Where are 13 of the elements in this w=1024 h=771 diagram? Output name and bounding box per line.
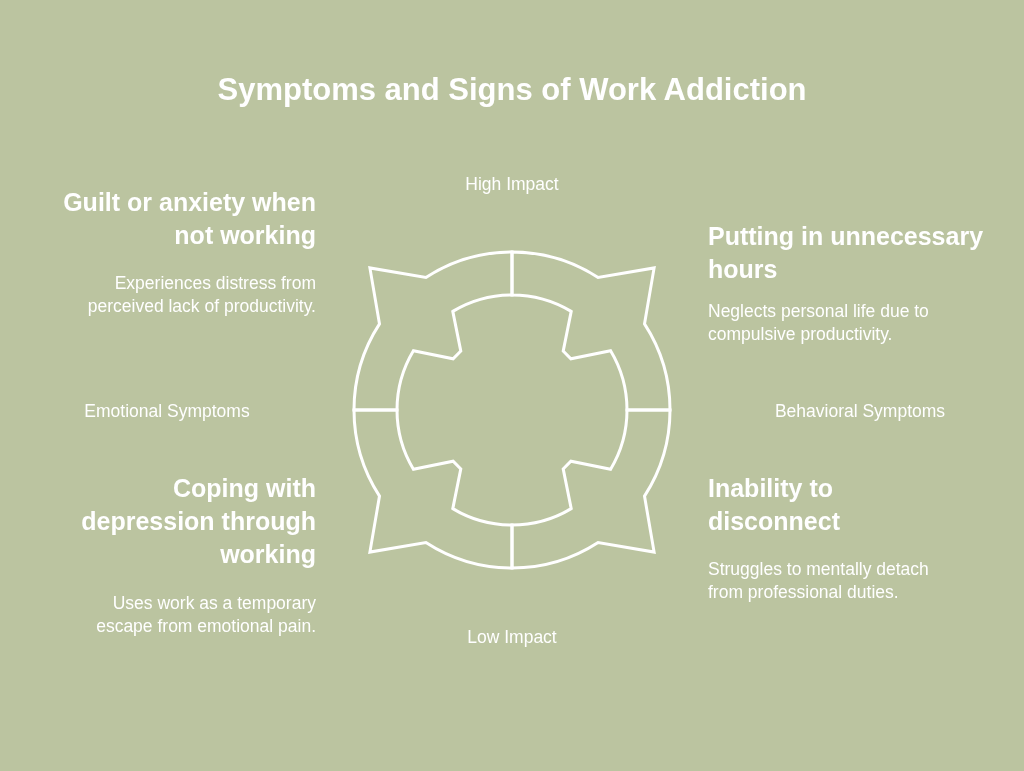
symptom-heading: Coping with depression through working [80,473,316,570]
axis-label: High Impact [465,174,559,194]
symptom-description: Uses work as a temporary escape from emotional pain. [95,592,316,638]
symptom-heading: Inability to disconnect [708,473,841,537]
symptom-description: Experiences distress from perceived lack of productivity. [86,272,316,318]
diagram-title: Symptoms and Signs of Work Addiction [216,72,808,108]
symptom-heading: Guilt or anxiety when not working [62,187,316,251]
axis-label: Low Impact [467,627,557,647]
symptom-heading: Putting in unnecessary hours [708,221,985,285]
axis-label: Emotional Symptoms [84,401,250,421]
symptom-description: Struggles to mentally detach from professional duties. [708,558,930,604]
symptom-description: Neglects personal life due to compulsive productivity. [708,300,930,346]
axis-label: Behavioral Symptoms [774,401,946,421]
